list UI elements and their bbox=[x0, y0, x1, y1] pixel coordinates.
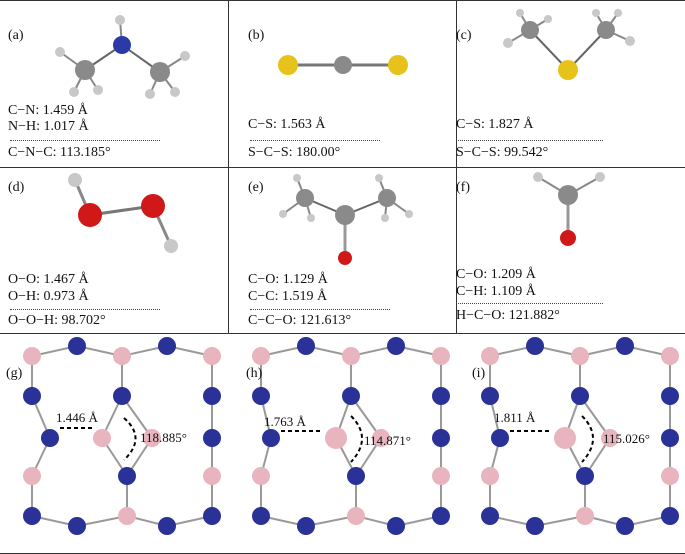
lattice-i-label: (i) bbox=[472, 366, 486, 381]
panel-f-line-1: C−O: 1.209 Å bbox=[456, 267, 536, 282]
lattice-i-angle: 115.026° bbox=[603, 431, 650, 446]
panel-e-line-2: C−C: 1.519 Å bbox=[248, 289, 328, 304]
panel-e-line-1: C−O: 1.129 Å bbox=[248, 272, 328, 287]
lattice-h-label: (h) bbox=[246, 366, 263, 381]
panel-c-angle: S−C−S: 99.542° bbox=[456, 145, 549, 160]
rule-mid bbox=[0, 167, 685, 168]
panel-b-line-1: C−S: 1.563 Å bbox=[248, 117, 326, 132]
molecule-c bbox=[503, 9, 635, 80]
panel-f-divider bbox=[458, 303, 603, 304]
panel-a-label: (a) bbox=[8, 28, 24, 43]
lattice-h-bond: 1.763 Å bbox=[264, 414, 306, 429]
panel-c-line-1: C−S: 1.827 Å bbox=[456, 117, 534, 132]
panel-d-divider bbox=[10, 309, 160, 310]
divider-1 bbox=[228, 0, 229, 333]
panel-d-line-2: O−H: 0.973 Å bbox=[8, 289, 89, 304]
molecule-f bbox=[533, 172, 605, 246]
molecule-a bbox=[55, 15, 190, 99]
panel-a-divider bbox=[10, 140, 160, 141]
panel-c-divider bbox=[458, 140, 603, 141]
rule-lattice bbox=[0, 333, 685, 334]
molecule-d bbox=[68, 173, 178, 253]
panel-a-line-1: C−N: 1.459 Å bbox=[8, 103, 88, 118]
lattice-g-angle: 118.885° bbox=[140, 430, 187, 445]
panel-b-label: (b) bbox=[248, 28, 265, 43]
panel-b-divider bbox=[250, 140, 380, 141]
panel-e-angle: C−C−O: 121.613° bbox=[248, 313, 352, 328]
panel-b-angle: S−C−S: 180.00° bbox=[248, 145, 341, 160]
panel-e-divider bbox=[250, 309, 390, 310]
panel-f-line-2: C−H: 1.109 Å bbox=[456, 284, 536, 299]
molecule-e bbox=[279, 174, 413, 265]
lattice-i bbox=[481, 337, 679, 535]
panel-d-angle: O−O−H: 98.702° bbox=[8, 313, 106, 328]
panel-d-label: (d) bbox=[8, 180, 25, 195]
panel-f-angle: H−C−O: 121.882° bbox=[456, 308, 560, 323]
divider-2 bbox=[456, 0, 457, 333]
lattice-h-angle: 114.871° bbox=[364, 433, 411, 448]
panel-a-angle: C−N−C: 113.185° bbox=[8, 145, 111, 160]
rule-top bbox=[0, 0, 685, 1]
molecule-b bbox=[278, 55, 408, 75]
lattice-g bbox=[23, 337, 221, 535]
panel-a-line-2: N−H: 1.017 Å bbox=[8, 119, 89, 134]
panel-d-line-1: O−O: 1.467 Å bbox=[8, 272, 89, 287]
lattice-i-bond: 1.811 Å bbox=[494, 410, 536, 425]
panel-e-label: (e) bbox=[248, 180, 264, 195]
panel-f-label: (f) bbox=[456, 180, 470, 195]
lattice-g-label: (g) bbox=[6, 366, 23, 381]
lattice-h bbox=[252, 337, 450, 535]
lattice-g-bond: 1.446 Å bbox=[56, 410, 98, 425]
panel-c-label: (c) bbox=[456, 28, 472, 43]
